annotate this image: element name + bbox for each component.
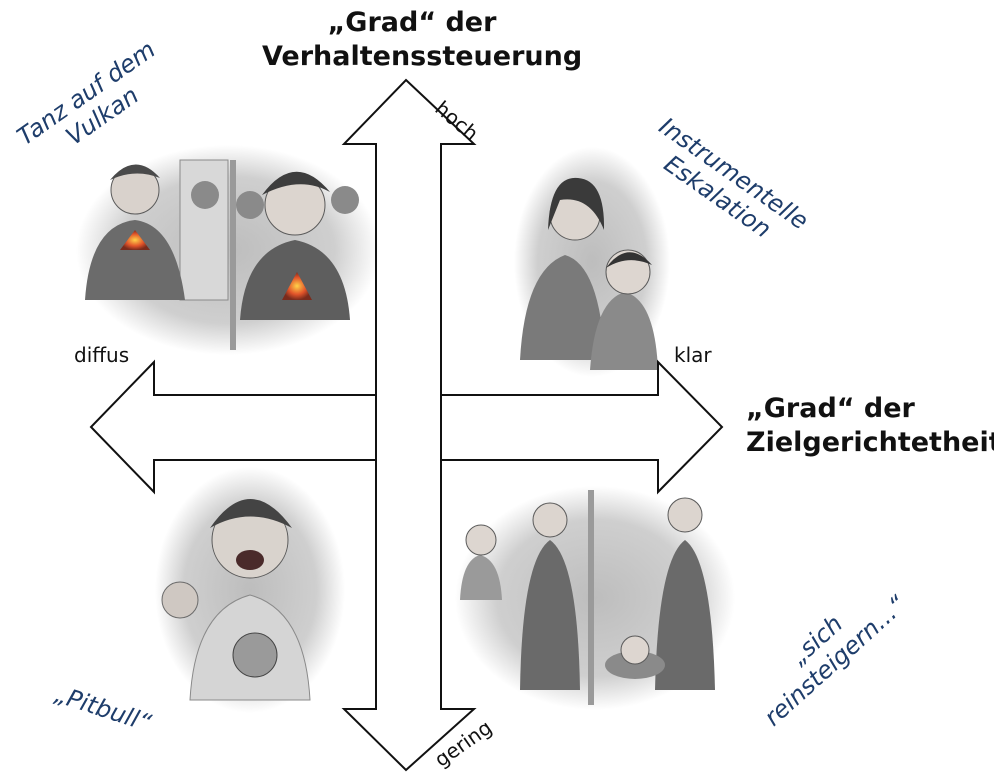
illustration-bottom-right bbox=[455, 486, 735, 710]
vertical-axis-title-line1: „Grad“ der bbox=[327, 7, 497, 38]
horizontal-axis-title: „Grad“ der Zielgerichtetheit bbox=[746, 392, 994, 460]
pole-label-diffuse: diffus bbox=[74, 343, 130, 367]
horizontal-axis-title-line2: Zielgerichtetheit bbox=[746, 427, 994, 458]
horizontal-axis-title-line1: „Grad“ der bbox=[746, 393, 915, 424]
illustration-top-right bbox=[514, 147, 670, 377]
axis-arrows bbox=[89, 78, 724, 772]
illustration-top-left bbox=[76, 145, 380, 355]
illustration-bottom-left bbox=[155, 467, 345, 713]
vertical-axis-title: „Grad“ der Verhaltenssteuerung bbox=[262, 6, 583, 74]
pole-label-clear: klar bbox=[674, 343, 712, 367]
vertical-axis-title-line2: Verhaltenssteuerung bbox=[262, 41, 583, 72]
